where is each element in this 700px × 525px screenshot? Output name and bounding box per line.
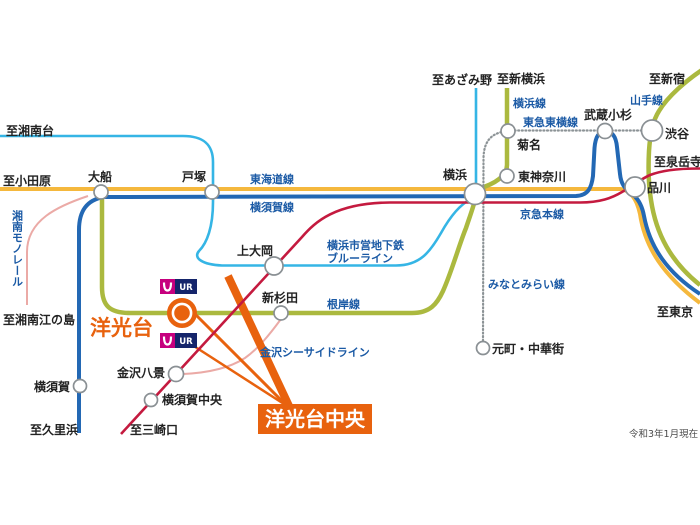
station-markers: [72, 119, 664, 408]
label-misakiguchi: 至三崎口: [130, 422, 178, 437]
label-ofuna: 大船: [88, 169, 112, 184]
label-sengakuji: 至泉岳寺: [654, 154, 700, 169]
ur-logo-upper: UR: [160, 279, 197, 294]
label-musashi-kosugi: 武蔵小杉: [584, 107, 632, 122]
label-azamino: 至あざみ野: [432, 72, 492, 87]
label-yokodai: 洋光台: [90, 316, 153, 340]
label-tokyo: 至東京: [657, 304, 693, 319]
station-marker-motomachi: [475, 340, 491, 356]
label-yokosuka-chuo: 横須賀中央: [162, 392, 223, 407]
line-subway-blueline: [0, 88, 478, 267]
label-kurihama: 至久里浜: [30, 422, 78, 437]
label-shinagawa: 品川: [647, 181, 671, 195]
label-line-toyoko: 東急東横線: [523, 115, 578, 129]
label-odawara: 至小田原: [3, 173, 51, 188]
line-keikyu: [120, 167, 700, 435]
label-line-yamanote: 山手線: [630, 93, 663, 107]
yokodai-chuo-label: 洋光台中央: [265, 407, 366, 431]
station-marker-kamiooka: [264, 256, 284, 276]
station-marker-musashi-kosugi: [596, 122, 614, 140]
station-marker-shibuya: [640, 119, 664, 142]
label-shonan-enoshima: 至湘南江の島: [3, 312, 75, 327]
label-motomachi: 元町・中華街: [492, 341, 564, 356]
line-yamanote: [646, 68, 700, 287]
station-marker-higashi-kanagawa: [499, 168, 515, 184]
label-line-negishi: 根岸線: [327, 297, 360, 311]
map-date-note: 令和3年1月現在: [629, 428, 698, 440]
station-marker-ofuna: [93, 184, 109, 200]
station-marker-kanazawa-hakkei: [167, 365, 185, 383]
station-marker-yokodai-core: [174, 305, 190, 321]
label-kanazawa-hakkei: 金沢八景: [116, 365, 165, 380]
station-marker-totsuka: [204, 184, 220, 200]
station-marker-shin-sugita: [273, 305, 289, 321]
yokodai-chuo-box: [258, 404, 372, 434]
pointer-line-thick: [224, 274, 293, 408]
label-shibuya: 渋谷: [665, 126, 690, 141]
label-line-subway2: ブルーライン: [327, 251, 393, 265]
pointer-line-upper: [194, 313, 287, 406]
station-marker-yokosuka-chuo: [143, 392, 159, 408]
svg-text:UR: UR: [179, 337, 193, 347]
line-shonan-monorail: [26, 195, 89, 305]
label-line-monorail: 湘南モノレール: [11, 209, 24, 287]
line-seaside: [182, 318, 282, 375]
label-yokosuka: 横須賀: [34, 379, 70, 394]
station-marker-kikuna: [500, 123, 516, 139]
label-line-minatomirai: みなとみらい線: [488, 277, 565, 291]
station-marker-shinagawa: [624, 176, 646, 198]
label-yokohama: 横浜: [443, 167, 467, 182]
line-negishi: [99, 198, 478, 316]
station-marker-yokosuka: [72, 378, 88, 394]
label-shin-sugita: 新杉田: [262, 290, 298, 305]
label-totsuka: 戸塚: [182, 170, 206, 184]
label-line-keikyu: 京急本線: [520, 207, 564, 221]
station-marker-yokohama: [463, 182, 487, 206]
label-shin-yokohama: 至新横浜: [497, 71, 545, 86]
label-line-tokaido: 東海道線: [250, 172, 294, 186]
label-kikuna: 菊名: [516, 137, 541, 152]
label-kamiooka: 上大岡: [237, 243, 273, 258]
label-shonandai: 至湘南台: [6, 123, 54, 138]
label-line-yokosuka: 横須賀線: [250, 200, 294, 214]
line-yokosuka: [77, 129, 700, 433]
label-line-seaside: 金沢シーサイドライン: [259, 345, 370, 359]
label-line-yokohama: 横浜線: [513, 96, 546, 110]
label-higashi-kanagawa: 東神奈川: [518, 169, 566, 184]
label-shinjuku: 至新宿: [649, 71, 685, 86]
label-line-subway1: 横浜市営地下鉄: [327, 238, 405, 252]
svg-text:UR: UR: [179, 283, 193, 293]
ur-logo-lower: UR: [160, 333, 197, 348]
pointer-line-lower: [185, 339, 285, 406]
